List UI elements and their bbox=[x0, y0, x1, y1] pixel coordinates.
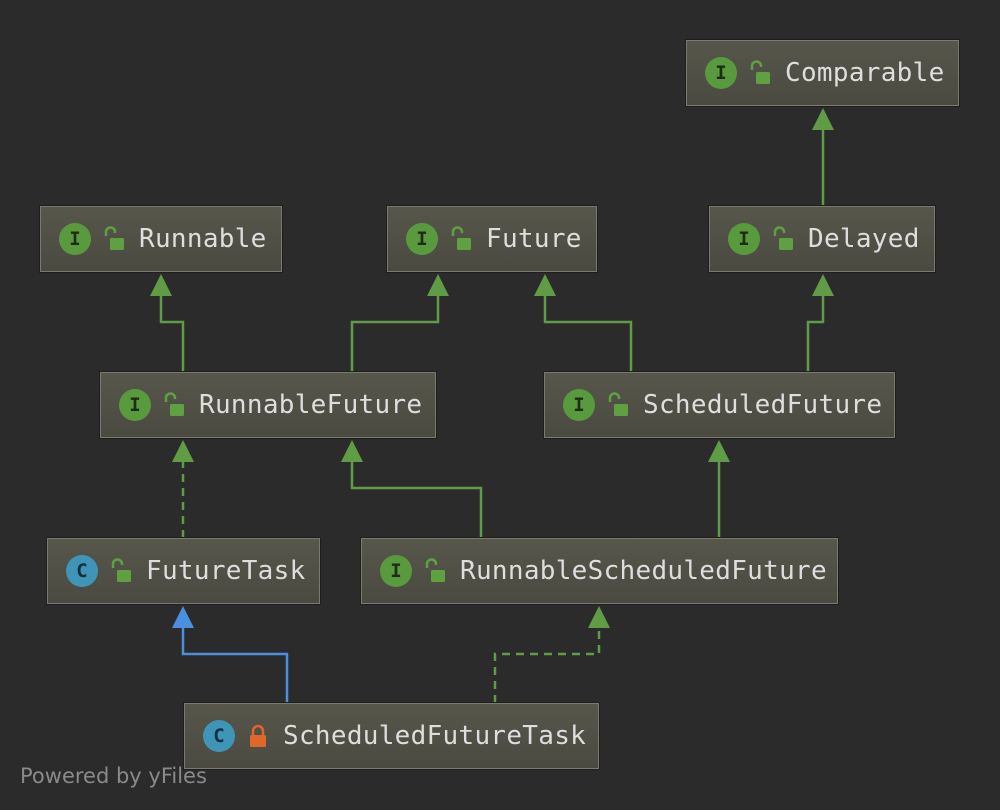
class-icon: C bbox=[203, 720, 235, 752]
unlock-icon bbox=[773, 226, 793, 250]
arrowhead bbox=[534, 274, 556, 296]
node-label: RunnableFuture bbox=[199, 390, 423, 420]
unlock-icon bbox=[164, 392, 184, 416]
class-icon: C bbox=[66, 555, 98, 587]
node-label: RunnableScheduledFuture bbox=[460, 556, 827, 586]
edge-line bbox=[806, 294, 825, 372]
node-future-task[interactable]: C FutureTask bbox=[47, 538, 320, 604]
node-label: Future bbox=[486, 224, 582, 254]
edge-scheduled-future-to-delayed bbox=[806, 274, 834, 372]
edge-runnable-scheduled-future-to-scheduled-future bbox=[708, 440, 730, 538]
node-runnable[interactable]: I Runnable bbox=[40, 206, 282, 272]
interface-icon: I bbox=[728, 223, 760, 255]
unlock-icon bbox=[425, 558, 445, 582]
node-comparable[interactable]: I Comparable bbox=[686, 40, 959, 106]
unlock-icon bbox=[451, 226, 471, 250]
node-scheduled-future[interactable]: I ScheduledFuture bbox=[544, 372, 895, 438]
edge-scheduled-future-to-future bbox=[534, 274, 633, 372]
arrowhead bbox=[812, 108, 834, 130]
arrowhead bbox=[708, 440, 730, 462]
unlock-icon bbox=[750, 60, 770, 84]
arrowhead bbox=[150, 274, 172, 296]
arrowhead bbox=[812, 274, 834, 296]
unlock-icon bbox=[608, 392, 628, 416]
edge-future-task-to-runnable-future bbox=[172, 440, 194, 538]
node-label: Comparable bbox=[785, 58, 945, 88]
interface-icon: I bbox=[380, 555, 412, 587]
node-label: Runnable bbox=[139, 224, 267, 254]
yfiles-credit: Powered by yFiles bbox=[20, 764, 207, 788]
edge-line bbox=[181, 626, 289, 703]
node-label: Delayed bbox=[808, 224, 920, 254]
edge-line bbox=[350, 294, 440, 372]
edge-line bbox=[543, 294, 633, 372]
edge-scheduled-future-task-to-future-task bbox=[172, 606, 289, 703]
node-delayed[interactable]: I Delayed bbox=[709, 206, 935, 272]
unlock-icon bbox=[111, 558, 131, 582]
edge-runnable-scheduled-future-to-runnable-future bbox=[341, 440, 483, 538]
arrowhead bbox=[427, 274, 449, 296]
unlock-icon bbox=[104, 226, 124, 250]
arrowhead bbox=[172, 606, 194, 628]
edge-line bbox=[350, 460, 483, 538]
interface-icon: I bbox=[563, 389, 595, 421]
arrowhead bbox=[172, 440, 194, 462]
node-scheduled-future-task[interactable]: C ScheduledFutureTask bbox=[184, 703, 599, 769]
edge-scheduled-future-task-to-runnable-scheduled-future bbox=[493, 606, 610, 703]
interface-icon: I bbox=[705, 57, 737, 89]
edge-delayed-to-comparable bbox=[812, 108, 834, 206]
edge-runnable-future-to-runnable bbox=[150, 274, 185, 372]
interface-icon: I bbox=[119, 389, 151, 421]
edge-runnable-future-to-future bbox=[350, 274, 449, 372]
interface-icon: I bbox=[406, 223, 438, 255]
node-runnable-future[interactable]: I RunnableFuture bbox=[100, 372, 436, 438]
node-label: FutureTask bbox=[146, 556, 306, 586]
node-label: ScheduledFuture bbox=[643, 390, 883, 420]
edge-line bbox=[159, 294, 185, 372]
node-future[interactable]: I Future bbox=[387, 206, 597, 272]
lock-icon bbox=[250, 724, 266, 747]
node-runnable-scheduled-future[interactable]: I RunnableScheduledFuture bbox=[361, 538, 838, 604]
arrowhead bbox=[588, 606, 610, 628]
interface-icon: I bbox=[59, 223, 91, 255]
edge-line bbox=[493, 626, 601, 703]
arrowhead bbox=[341, 440, 363, 462]
node-label: ScheduledFutureTask bbox=[283, 721, 587, 751]
